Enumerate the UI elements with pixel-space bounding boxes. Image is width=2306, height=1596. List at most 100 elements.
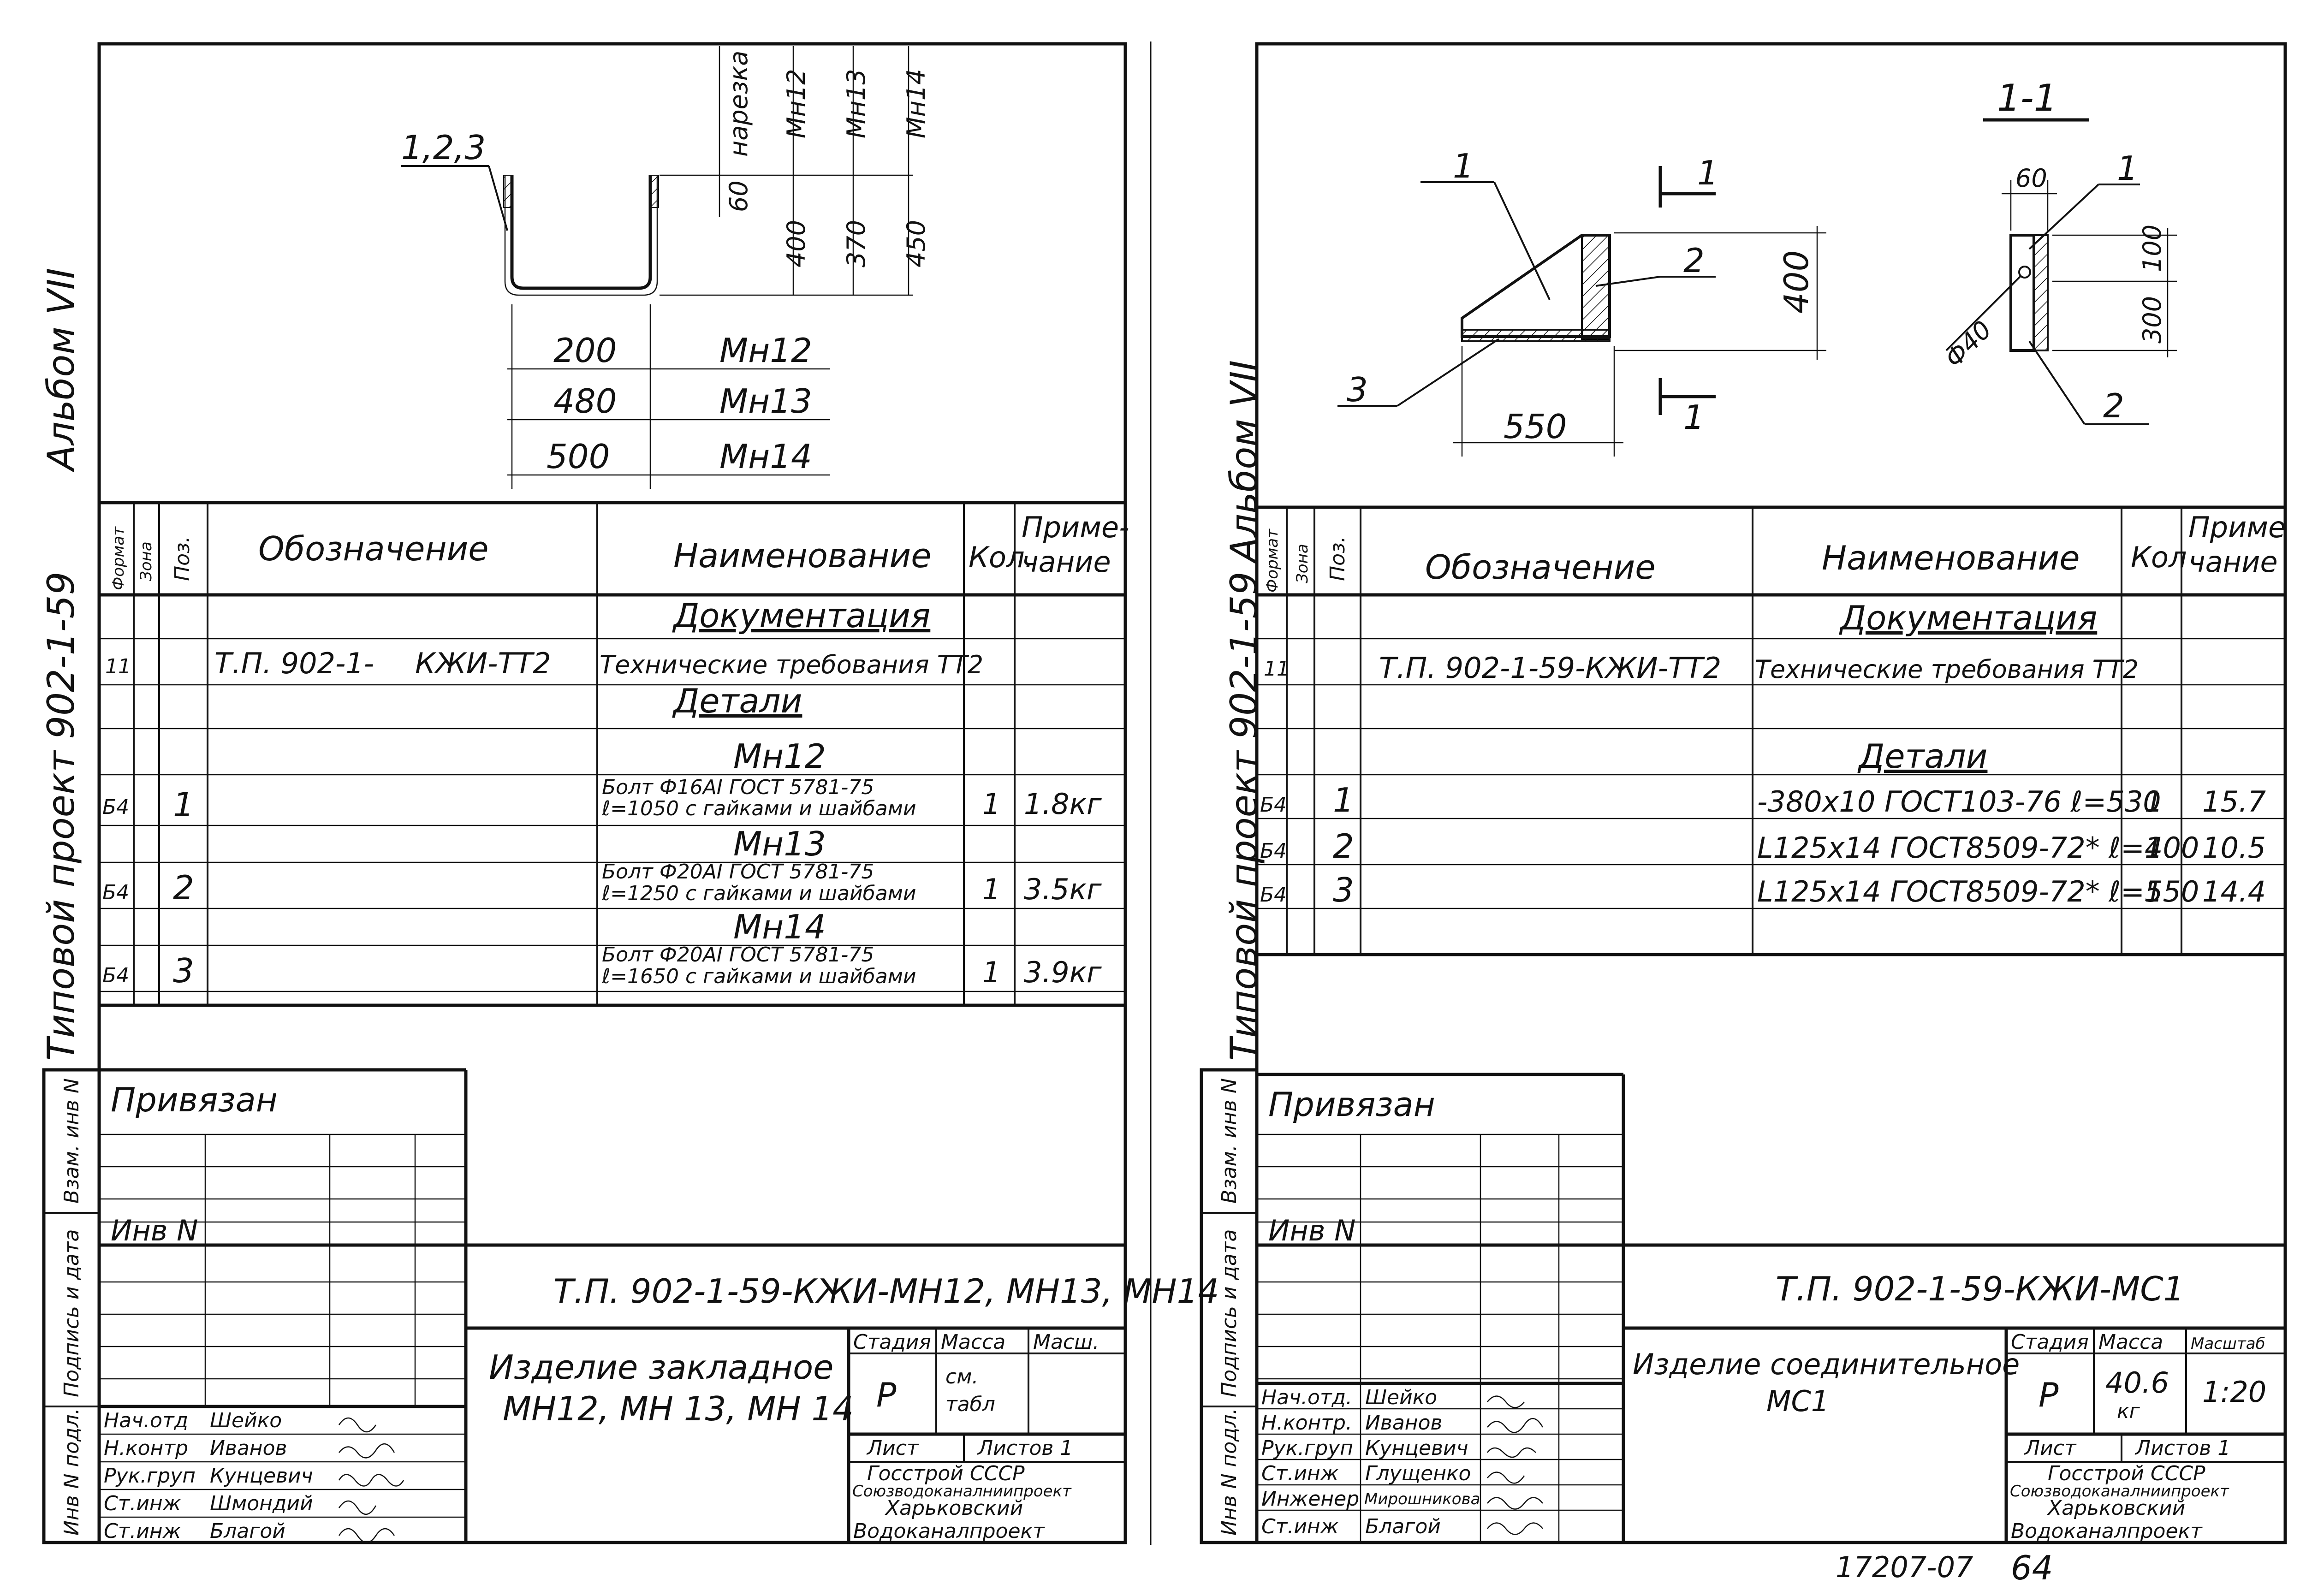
right-sheet-label: Лист: [2024, 1436, 2077, 1460]
left-scale-label: Масш.: [1033, 1330, 1099, 1354]
left-row-name-1: Болт Ф20АI ГОСТ 5781-75: [602, 860, 874, 884]
right-col-zone: Зона: [1293, 544, 1312, 583]
right-section-mark-top: 1: [1697, 154, 1718, 192]
right-dim-300: 300: [2138, 296, 2167, 344]
right-row-name: L125х14 ГОСТ8509-72* ℓ=550: [1757, 875, 2199, 908]
right-staff-name: Кунцевич: [1365, 1436, 1468, 1460]
right-staff-role: Нач.отд.: [1261, 1386, 1352, 1409]
left-group-mark: Мн13: [733, 825, 826, 863]
left-side-label-sign: Подпись и дата: [60, 1229, 83, 1397]
right-row-format: Б4: [1260, 883, 1287, 907]
right-spec-table: Формат Зона Поз. Обозначение Наименовани…: [1257, 505, 2286, 956]
left-row-name-1: Болт Ф20АI ГОСТ 5781-75: [602, 943, 874, 967]
left-row-qty: 1: [982, 955, 1000, 989]
right-row-pos: 3: [1333, 871, 1354, 909]
right-side-label-original: Инв N подл.: [1218, 1408, 1241, 1536]
left-doc-format: 11: [105, 655, 131, 678]
left-group-mark: Мн14: [733, 908, 826, 946]
right-staff-name: Благой: [1365, 1515, 1441, 1538]
left-col-zone: Зона: [137, 541, 155, 581]
left-side-label-replace: Взам. инв N: [60, 1078, 83, 1204]
right-row-qty: 1: [2145, 831, 2163, 865]
left-row-pos: 3: [173, 951, 194, 990]
left-staff-role: Рук.груп: [104, 1464, 196, 1488]
left-col-name: Наименование: [673, 536, 932, 575]
right-staff-name: Иванов: [1365, 1411, 1442, 1435]
left-row-qty: 1: [982, 872, 1000, 906]
right-section-callout-2: 2: [2103, 386, 2124, 425]
left-album-label: Альбом VII: [40, 268, 83, 473]
signature-mark: [338, 1474, 404, 1487]
left-mass-value-2: табл: [945, 1393, 995, 1416]
right-row-note: 15.7: [2202, 785, 2266, 819]
left-project-label: Типовой проект 902-1-59: [40, 572, 83, 1061]
left-staff-role: Нач.отд: [104, 1409, 188, 1432]
left-org-3: Харьковский: [885, 1496, 1023, 1520]
right-inv-label: Инв N: [1268, 1214, 1356, 1247]
right-project-label: Типовой проект 902-1-59: [1223, 572, 1266, 1061]
left-dim-370: 370: [842, 220, 871, 267]
left-spec-table: Формат Зона Поз. Обозначение Наименовани…: [99, 501, 1129, 1007]
left-sheets-label: Листов 1: [977, 1436, 1073, 1460]
left-section-docs: Документация: [672, 596, 930, 635]
right-doc-code: Т.П. 902-1-59-КЖИ-МС1: [1776, 1270, 2184, 1308]
right-row-qty: 1: [2145, 875, 2163, 908]
right-section-callout-1: 1: [2117, 149, 2138, 188]
right-section-title: 1-1: [1997, 77, 2057, 119]
right-dim-550: 550: [1504, 407, 1567, 446]
right-org-2: Союзводоканалниипроект: [2010, 1482, 2229, 1501]
right-doc-format: 11: [1264, 657, 1290, 681]
right-dim-400: 400: [1777, 250, 1816, 314]
right-stage-value: Р: [2039, 1376, 2059, 1414]
left-org-4: Водоканалпроект: [853, 1519, 1045, 1543]
left-doc-name: Технические требования ТТ2: [600, 650, 983, 679]
right-section-docs: Документация: [1839, 599, 2097, 637]
right-connector-drawing: 1 2 3 1 1 550 400: [1337, 77, 2177, 457]
right-title-block: Взам. инв N Подпись и дата Инв N подл. П…: [1200, 1068, 2285, 1544]
left-row-pos: 2: [173, 868, 194, 907]
left-row-pos: 1: [173, 785, 194, 824]
left-doc-designation-a: Т.П. 902-1-: [214, 647, 374, 680]
right-side-label-replace: Взам. инв N: [1218, 1078, 1241, 1204]
right-row-note: 10.5: [2202, 831, 2266, 865]
right-stage-label: Стадия: [2011, 1330, 2089, 1354]
left-title-block: Взам. инв N Подпись и дата Инв N подл. П…: [42, 1068, 1219, 1544]
left-row-name-2: ℓ=1650 с гайками и шайбами: [601, 965, 916, 988]
left-mass-value-1: см.: [945, 1365, 978, 1388]
signature-mark: [339, 1443, 395, 1459]
left-staff-name: Кунцевич: [210, 1464, 313, 1488]
left-col-designation: Обозначение: [258, 529, 489, 568]
left-doc-designation-b: КЖИ-ТТ2: [415, 647, 551, 680]
left-row-note: 1.8кг: [1024, 787, 1102, 821]
page-number: 64: [2011, 1549, 2053, 1587]
right-frame: [1255, 42, 2287, 1544]
right-side-label-sign: Подпись и дата: [1218, 1229, 1241, 1397]
signature-mark: [1487, 1395, 1525, 1408]
left-row-format: Б4: [102, 795, 129, 819]
right-sheet: Альбом VII Типовой проект 902-1-59 1 2 3…: [1200, 42, 2287, 1544]
right-scale-label: Масштаб: [2191, 1335, 2265, 1353]
right-staff-role: Н.контр.: [1261, 1411, 1352, 1435]
right-row-pos: 1: [1333, 781, 1354, 819]
signature-mark: [1487, 1522, 1543, 1535]
left-row-format: Б4: [102, 881, 129, 904]
left-doc-code: Т.П. 902-1-59-КЖИ-МН12, МН13, МН14: [553, 1272, 1219, 1311]
left-row-name-2: ℓ=1250 с гайками и шайбами: [601, 882, 916, 905]
left-org-1: Госстрой СССР: [867, 1462, 1025, 1485]
left-row-name-1: Болт Ф16АI ГОСТ 5781-75: [602, 776, 874, 799]
right-staff-role: Ст.инж: [1261, 1515, 1339, 1538]
left-inv-label: Инв N: [111, 1214, 198, 1247]
right-dim-100: 100: [2138, 225, 2167, 272]
right-org-3: Харьковский: [2047, 1496, 2185, 1520]
left-tied-label: Привязан: [111, 1080, 278, 1119]
right-callout-1: 1: [1453, 147, 1474, 185]
left-staff-role: Ст.инж: [104, 1492, 181, 1515]
left-org-2: Союзводоканалниипроект: [852, 1482, 1072, 1501]
left-dim-400: 400: [782, 220, 811, 267]
left-item-line2: МН12, МН 13, МН 14: [503, 1389, 854, 1428]
left-item-line1: Изделие закладное: [489, 1348, 833, 1387]
signature-mark: [1487, 1418, 1544, 1433]
left-col-note-1: Приме-: [1022, 510, 1129, 544]
right-col-format: Формат: [1263, 528, 1282, 593]
right-org-1: Госстрой СССР: [2048, 1462, 2205, 1485]
